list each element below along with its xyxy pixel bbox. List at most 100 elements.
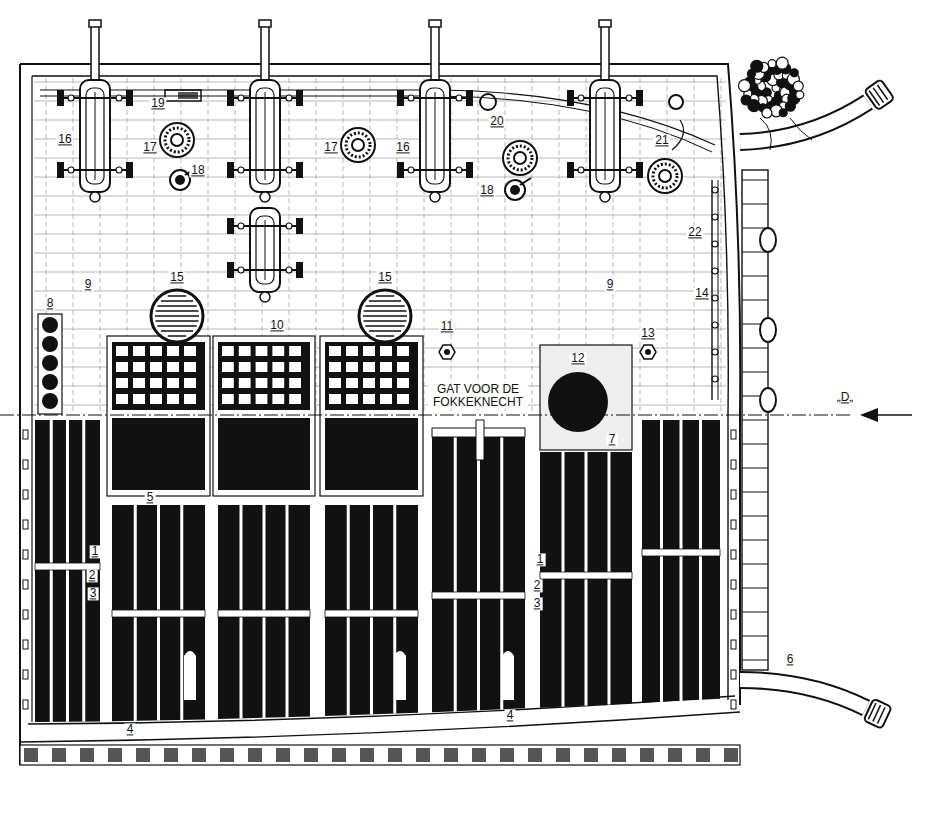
carriage xyxy=(420,80,450,192)
bolt xyxy=(286,167,292,173)
plank-seam xyxy=(34,82,726,83)
side-stanchion xyxy=(731,550,736,559)
pump-core xyxy=(175,175,185,185)
side-stanchion xyxy=(731,460,736,469)
rim-hatch xyxy=(528,748,542,762)
grating-gap xyxy=(167,378,179,388)
grating-gap xyxy=(150,378,162,388)
grating-gap xyxy=(222,362,234,372)
wheel xyxy=(227,162,234,178)
callout-number: 15 xyxy=(376,271,393,284)
side-stanchion xyxy=(23,490,28,499)
belaying-pin xyxy=(712,214,718,220)
scuttle-ring xyxy=(514,152,526,164)
leaf xyxy=(796,91,804,99)
leaf xyxy=(738,80,750,92)
scuttle xyxy=(160,123,194,157)
side-stanchion xyxy=(731,670,736,679)
hold-compartment xyxy=(432,428,525,712)
rim-hatch xyxy=(52,748,66,762)
grating-gap xyxy=(184,394,196,404)
grating-gap xyxy=(289,378,301,388)
cap-body xyxy=(863,699,891,729)
leaf xyxy=(785,101,795,111)
grating xyxy=(325,342,418,410)
grating-frame xyxy=(107,336,210,496)
belaying-pin xyxy=(712,268,718,274)
grating-gap xyxy=(380,394,392,404)
deck-beam xyxy=(316,78,317,412)
cascabel xyxy=(600,192,610,202)
grating-gap xyxy=(272,346,284,356)
gratings xyxy=(107,336,423,496)
leaf xyxy=(741,95,751,105)
wheel xyxy=(57,90,64,106)
callout-number: 3 xyxy=(88,587,99,600)
scuttle-ring xyxy=(659,170,671,182)
leaf xyxy=(790,69,798,77)
callout-number: 2 xyxy=(532,579,543,592)
grating-gap xyxy=(116,378,128,388)
bolt xyxy=(456,95,462,101)
grating-gap xyxy=(150,362,162,372)
bolt xyxy=(68,95,74,101)
door-opening xyxy=(502,651,514,700)
bolt xyxy=(456,167,462,173)
frame-stripe xyxy=(82,420,85,722)
section-arrow-head xyxy=(860,408,878,422)
cannon xyxy=(397,20,473,202)
wheel xyxy=(466,90,473,106)
side-stanchion xyxy=(731,700,736,709)
wheel xyxy=(126,162,133,178)
hold-compartment xyxy=(35,420,100,722)
wheel xyxy=(636,90,643,106)
channel-rung xyxy=(742,276,768,277)
grating-gap xyxy=(363,346,375,356)
carriage xyxy=(590,80,620,192)
rim-hatch xyxy=(80,748,94,762)
shot-rack xyxy=(38,314,62,414)
door-opening xyxy=(184,651,196,700)
cannon xyxy=(567,20,643,202)
bolt xyxy=(408,167,414,173)
hull-line xyxy=(31,76,32,722)
deck-beam xyxy=(667,78,668,412)
mast-hole xyxy=(540,345,632,450)
bolt xyxy=(408,95,414,101)
cascabel xyxy=(430,192,440,202)
pump-handle xyxy=(520,178,531,185)
callout-number: 17 xyxy=(141,141,158,154)
muzzle xyxy=(89,20,101,27)
capstan-hatch xyxy=(156,310,199,312)
side-stanchion xyxy=(731,490,736,499)
deck-plug-core xyxy=(444,349,450,355)
rim-hatch xyxy=(360,748,374,762)
bolt xyxy=(238,267,244,273)
scuttle xyxy=(341,128,375,162)
grating-gap xyxy=(272,378,284,388)
side-stanchion xyxy=(731,580,736,589)
frame-stripe xyxy=(699,420,702,700)
mast-partner xyxy=(540,345,632,450)
rim-hatch xyxy=(416,748,430,762)
stair xyxy=(740,680,866,708)
rope xyxy=(760,118,812,150)
capstan-hatch xyxy=(364,320,407,322)
bolt xyxy=(626,95,632,101)
grating-gap xyxy=(239,346,251,356)
plank-seam xyxy=(34,177,726,178)
carriage xyxy=(250,208,280,292)
grating xyxy=(112,342,205,410)
deadeye xyxy=(760,318,776,342)
cannon-ball xyxy=(42,355,58,371)
grating-gap xyxy=(239,378,251,388)
rim-hatch xyxy=(108,748,122,762)
rope xyxy=(672,120,684,150)
frame-stripe xyxy=(477,428,480,710)
cap-rib xyxy=(877,85,887,100)
wheel xyxy=(636,162,643,178)
scuttle-ring xyxy=(508,146,532,170)
callout-number: 14 xyxy=(693,287,710,300)
grating-gap xyxy=(116,346,128,356)
grating-gap xyxy=(256,378,268,388)
